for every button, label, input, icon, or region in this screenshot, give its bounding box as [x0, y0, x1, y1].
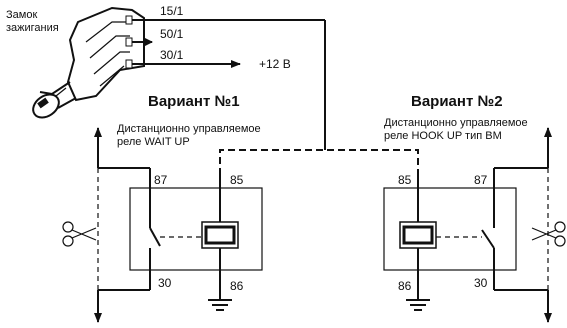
terminal-15-1: 15/1	[160, 4, 184, 18]
variant2-desc-line2: реле HOOK UP тип BM	[384, 130, 502, 142]
scissors-icon	[531, 221, 566, 247]
relay-switch-icon	[149, 227, 161, 247]
relay-switch-icon	[481, 229, 495, 249]
ground-icon	[208, 299, 232, 311]
relay-coil-icon	[201, 221, 239, 249]
v2-pin-86: 86	[398, 279, 412, 293]
v2-pin-30: 30	[474, 276, 488, 290]
v2-pin-85: 85	[398, 173, 412, 187]
variant1-desc-line1: Дистанционно управляемое	[117, 123, 261, 135]
terminal-30-1: 30/1	[160, 48, 184, 62]
ignition-key-icon	[32, 6, 145, 119]
v1-pin-86: 86	[230, 279, 244, 293]
relay-variant1	[94, 127, 263, 323]
ignition-label-line2: зажигания	[6, 22, 59, 34]
relay-coil-icon	[399, 221, 437, 249]
variant1-title: Вариант №1	[148, 93, 240, 110]
terminal-50-1: 50/1	[160, 27, 184, 41]
ground-icon	[406, 299, 430, 311]
scissors-icon	[62, 221, 97, 247]
v2-pin-87: 87	[474, 173, 488, 187]
variant2-title: Вариант №2	[411, 93, 503, 110]
supply-label: +12 В	[259, 57, 291, 71]
ignition-label-line1: Замок	[6, 9, 37, 21]
variant1-desc-line2: реле WAIT UP	[117, 136, 190, 148]
v1-pin-87: 87	[154, 173, 168, 187]
variant2-desc-line1: Дистанционно управляемое	[384, 117, 528, 129]
v1-pin-30: 30	[158, 276, 172, 290]
relay-variant2	[383, 127, 552, 323]
control-wire-dashed	[219, 149, 419, 175]
v1-pin-85: 85	[230, 173, 244, 187]
